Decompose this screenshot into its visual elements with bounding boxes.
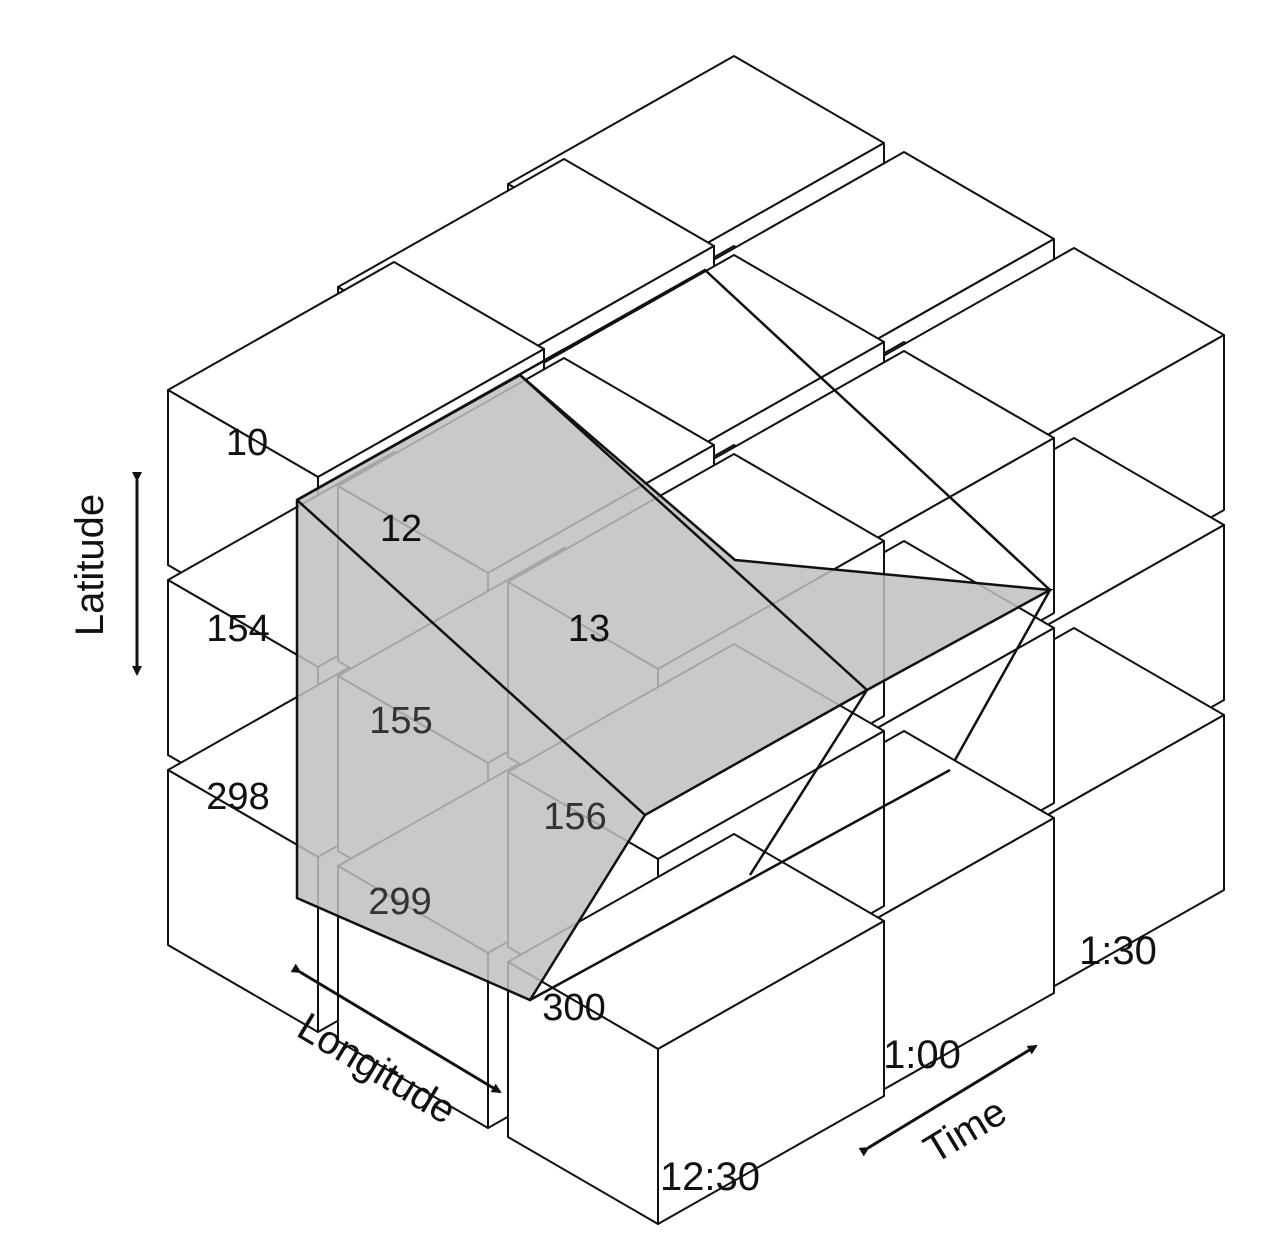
time-tick-1230: 12:30 (660, 1155, 760, 1199)
cell-label-155: 155 (369, 700, 432, 742)
cell-label-12: 12 (380, 508, 422, 550)
cell-label-299: 299 (368, 881, 431, 923)
time-label: Time (917, 1089, 1015, 1172)
time-arrow (858, 1044, 1038, 1157)
data-cube-t0-l2-r2 (507, 833, 885, 1225)
time-tick-130: 1:30 (1079, 929, 1157, 973)
cell-label-10: 10 (226, 422, 268, 464)
cell-label-300: 300 (542, 987, 605, 1029)
cell-label-13: 13 (568, 608, 610, 650)
cell-label-298: 298 (206, 776, 269, 818)
longitude-arrow (290, 963, 502, 1094)
cell-label-156: 156 (543, 796, 606, 838)
latitude-label: Latitude (68, 494, 112, 636)
slice-outline (296, 268, 1052, 1002)
time-tick-100: 1:00 (883, 1033, 961, 1077)
cell-label-154: 154 (206, 608, 269, 650)
